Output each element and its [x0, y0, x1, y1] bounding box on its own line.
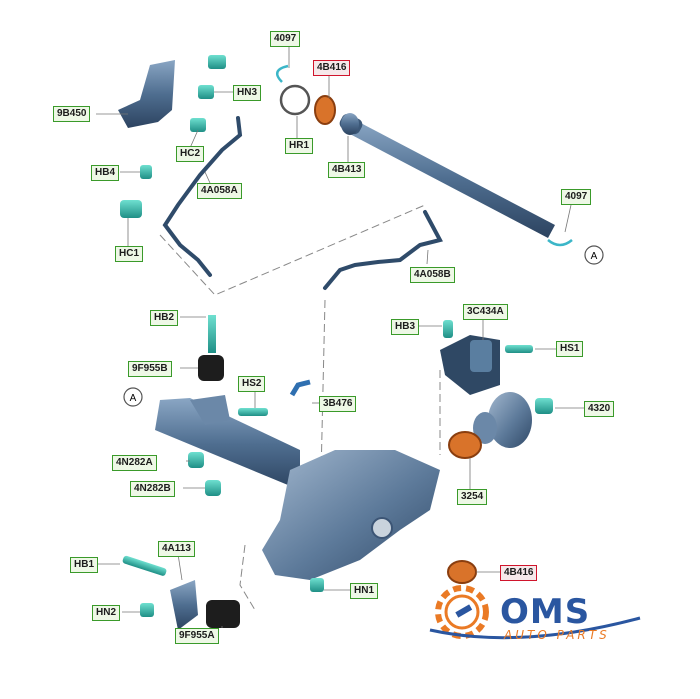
- bolt-hb1: [122, 555, 167, 576]
- label-hr1: HR1: [285, 138, 314, 154]
- bracket-4a113: [170, 580, 198, 630]
- nut-hn2: [140, 603, 154, 617]
- breather-hose-4a058a: [162, 116, 243, 277]
- label-4320: 4320: [584, 401, 615, 417]
- bolt-hs1: [505, 345, 533, 353]
- bushing-4n282a: [188, 452, 204, 468]
- label-4a058b: 4A058B: [410, 267, 455, 283]
- circlip-4097-right: [547, 239, 573, 247]
- label-hs2: HS2: [238, 376, 266, 392]
- callout-a-left: A: [123, 387, 143, 407]
- logo-gear-icon: [435, 585, 489, 639]
- label-3b476: 3B476: [319, 396, 357, 412]
- breather-hose-4a058b: [323, 210, 443, 290]
- mount-9f955b: [198, 355, 224, 381]
- label-4n282b: 4N282B: [130, 481, 175, 497]
- logo-tagline: AUTO PARTS: [504, 628, 610, 642]
- label-9f955a: 9F955A: [175, 628, 219, 644]
- label-4097-right: 4097: [561, 189, 592, 205]
- circlip-4097-top: [275, 64, 289, 83]
- logo-swoosh: [429, 616, 641, 640]
- label-hb2: HB2: [150, 310, 179, 326]
- o-ring-hr1: [279, 84, 311, 116]
- callout-a-left-text: A: [130, 393, 137, 404]
- label-hs1: HS1: [556, 341, 584, 357]
- bolt-hb3: [443, 320, 453, 338]
- upper-fasteners: [120, 55, 226, 218]
- nut-hn1: [310, 578, 324, 592]
- label-hc1: HC1: [115, 246, 144, 262]
- label-4b416-bottom: 4B416: [500, 565, 538, 581]
- seal-4b416-bottom: [447, 560, 477, 584]
- label-hn3: HN3: [233, 85, 262, 101]
- seal-4b416-top: [314, 95, 336, 125]
- logo-brand: OMS: [500, 592, 591, 632]
- label-4a113: 4A113: [158, 541, 195, 557]
- bracket-3c434a: [440, 335, 500, 395]
- label-hn2: HN2: [92, 605, 121, 621]
- label-4b416-top: 4B416: [313, 60, 351, 76]
- label-hb3: HB3: [391, 319, 420, 335]
- flange-4320: [473, 392, 553, 448]
- label-hc2: HC2: [176, 146, 205, 162]
- bushing-4n282b: [205, 480, 221, 496]
- callout-a-right-text: A: [591, 251, 598, 262]
- label-3c434a: 3C434A: [463, 304, 508, 320]
- seal-3254: [448, 431, 482, 459]
- intermediate-shaft: [339, 113, 555, 238]
- bracket-9b450: [118, 60, 175, 128]
- mount-9f955a: [206, 600, 240, 628]
- leader-lines: [96, 42, 584, 628]
- label-4n282a: 4N282A: [112, 455, 157, 471]
- label-4a058a: 4A058A: [197, 183, 242, 199]
- label-hb4: HB4: [91, 165, 120, 181]
- label-hn1: HN1: [350, 583, 379, 599]
- bolt-hb2: [208, 315, 216, 353]
- label-9f955b: 9F955B: [128, 361, 172, 377]
- label-3254: 3254: [457, 489, 488, 505]
- label-9b450: 9B450: [53, 106, 91, 122]
- label-hb1: HB1: [70, 557, 99, 573]
- pipe-3b476: [289, 379, 311, 397]
- callout-a-right: A: [584, 245, 604, 265]
- label-4b413: 4B413: [328, 162, 366, 178]
- bearing-4b413: [341, 113, 359, 135]
- axle-housing: [155, 395, 440, 580]
- bolt-hs2: [238, 408, 268, 416]
- label-4097-top: 4097: [270, 31, 301, 47]
